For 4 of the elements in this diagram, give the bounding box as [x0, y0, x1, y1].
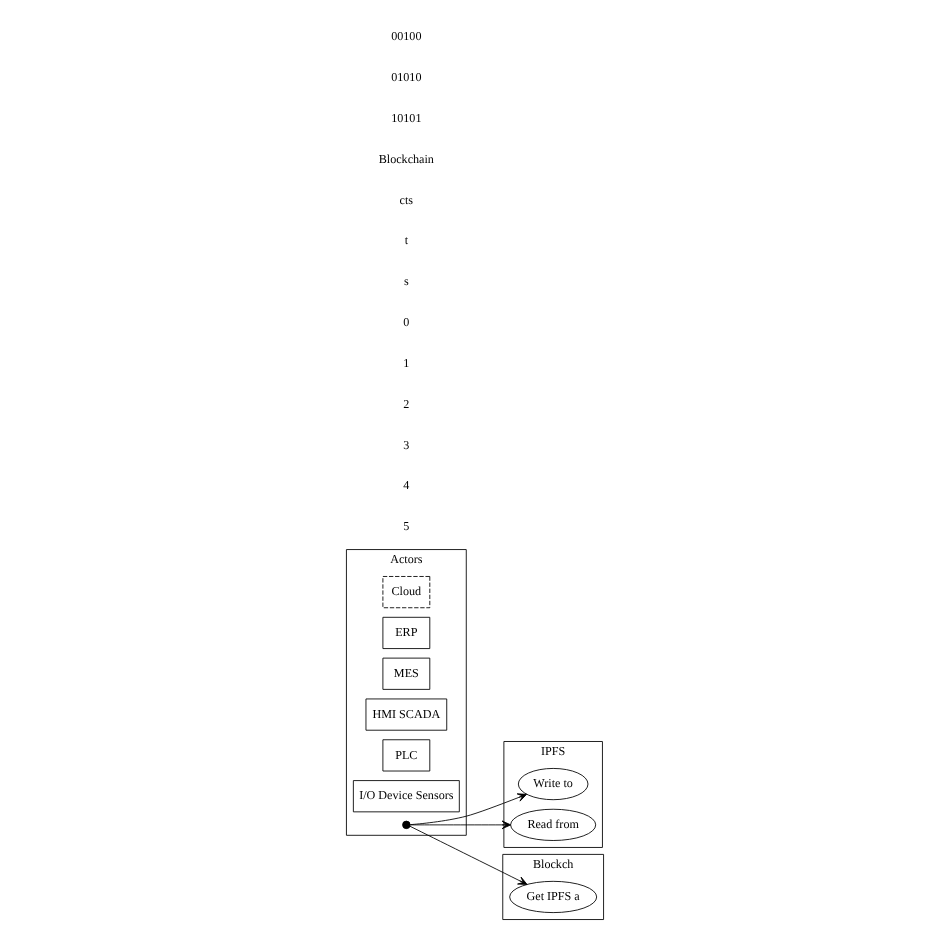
arrow [408, 793, 527, 826]
node-circle [401, 820, 410, 830]
arrow [408, 820, 511, 830]
arrow [408, 825, 527, 885]
